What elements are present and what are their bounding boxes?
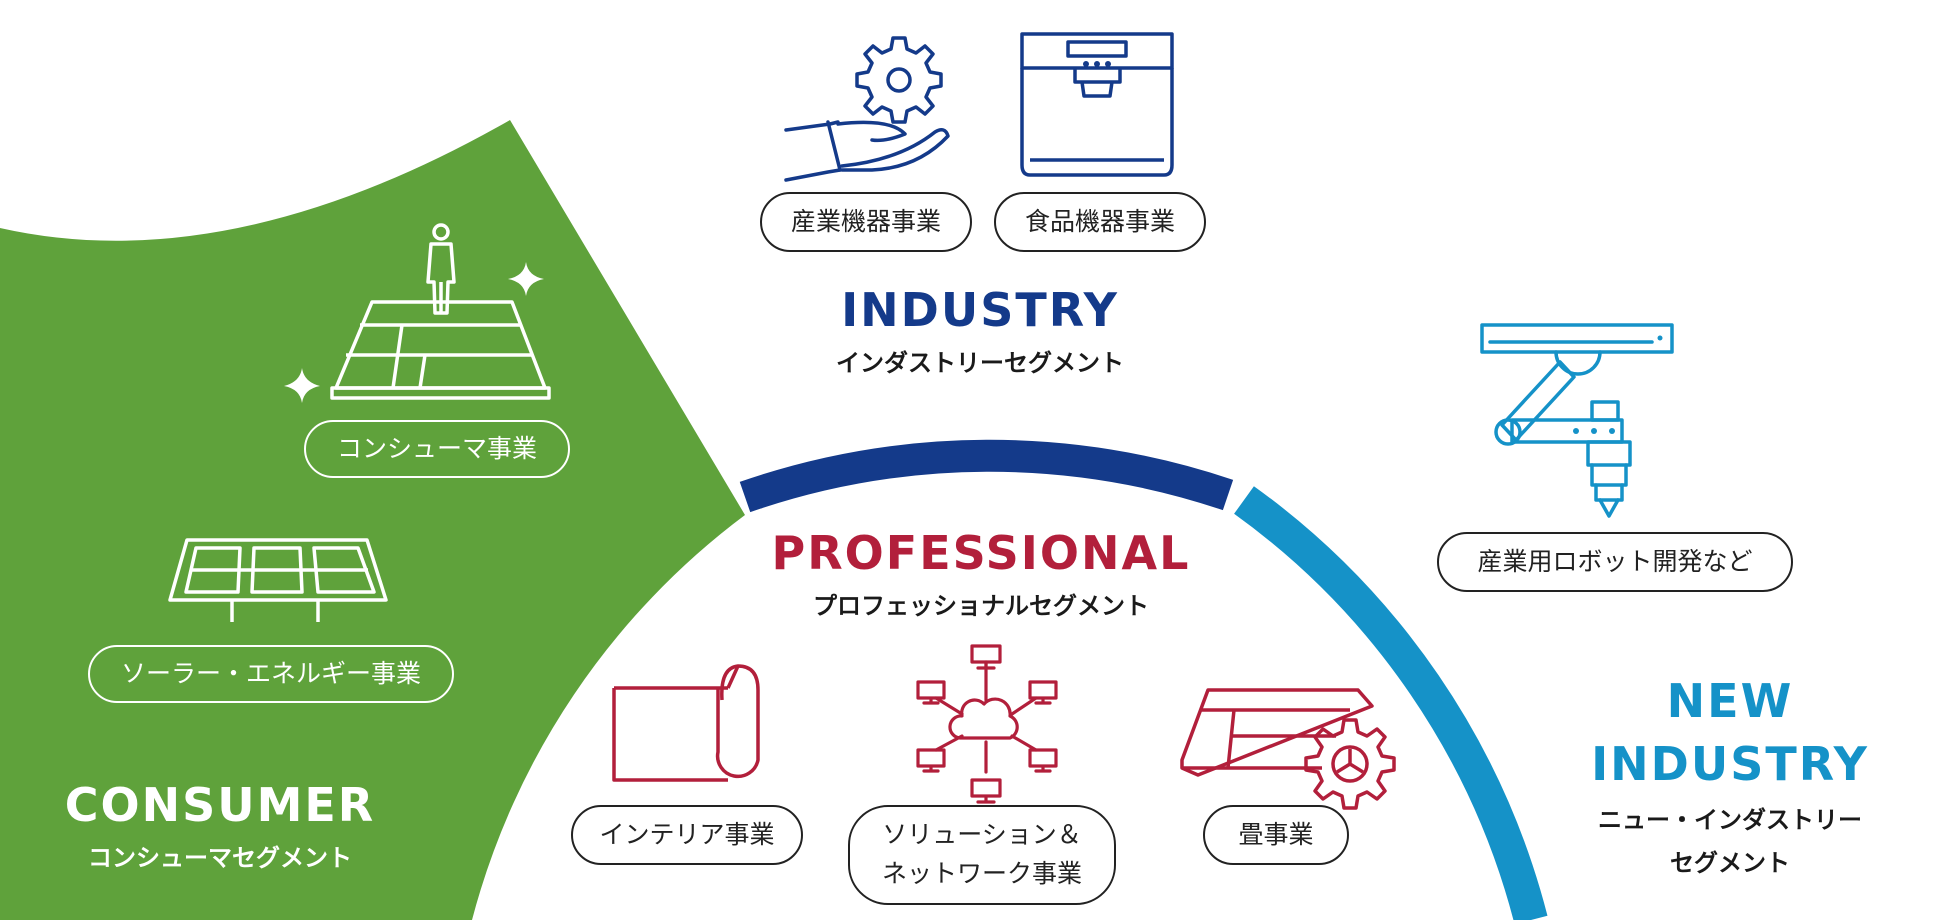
consumer-segment-area — [0, 120, 745, 920]
consumer-segment-label: CONSUMER コンシューマセグメント — [40, 780, 400, 877]
tatami-gear-icon — [1180, 688, 1396, 810]
solution-line-2: ネットワーク事業 — [881, 859, 1082, 888]
consumer-segment-subtitle: コンシューマセグメント — [88, 843, 352, 872]
industrial-equipment-business-pill: 産業機器事業 — [760, 192, 972, 252]
solar-panel-icon — [168, 538, 388, 622]
robot-arm-icon — [1573, 335, 1663, 434]
new-industry-segment-arc — [1234, 486, 1548, 920]
new-industry-subtitle-line-1: ニュー・インダストリー — [1598, 806, 1862, 835]
sparkle-icon — [284, 368, 320, 403]
solar-business-pill: ソーラー・エネルギー事業 — [88, 645, 454, 703]
consumer-segment-title: CONSUMER — [64, 778, 376, 832]
interior-roll-icon — [612, 664, 760, 782]
cloud-network-icon — [916, 644, 1058, 804]
industry-segment-subtitle: インダストリーセグメント — [836, 348, 1124, 377]
new-industry-title-line-2: INDUSTRY — [1591, 736, 1869, 791]
industry-segment-title: INDUSTRY — [841, 283, 1119, 337]
consumer-business-pill: コンシューマ事業 — [304, 420, 570, 478]
solution-line-1: ソリューション＆ — [882, 820, 1082, 850]
new-industry-subtitle-line-2: セグメント — [1670, 848, 1790, 877]
industry-segment-arc — [739, 439, 1234, 513]
food-machine-icon — [1083, 61, 1111, 67]
tatami-person-icon — [330, 223, 551, 400]
gear-hand-icon — [784, 36, 950, 182]
professional-segment-subtitle: プロフェッショナルセグメント — [813, 591, 1149, 620]
professional-segment-title: PROFESSIONAL — [771, 526, 1191, 580]
robot-arm-icon — [1480, 323, 1674, 518]
food-equipment-business-pill: 食品機器事業 — [994, 192, 1206, 252]
new-industry-title-line-1: NEW — [1666, 674, 1794, 728]
sparkle-icon — [508, 262, 544, 296]
robot-business-pill: 産業用ロボット開発など — [1437, 532, 1793, 592]
solution-network-business-pill: ソリューション＆ ネットワーク事業 — [848, 805, 1116, 905]
professional-segment-label: PROFESSIONAL プロフェッショナルセグメント — [736, 528, 1226, 625]
new-industry-segment-label: NEW INDUSTRY ニュー・インダストリー セグメント — [1560, 676, 1900, 882]
food-machine-icon — [1020, 32, 1174, 177]
interior-business-pill: インテリア事業 — [571, 805, 803, 865]
industry-segment-label: INDUSTRY インダストリーセグメント — [780, 285, 1180, 382]
tatami-business-pill: 畳事業 — [1203, 805, 1349, 865]
